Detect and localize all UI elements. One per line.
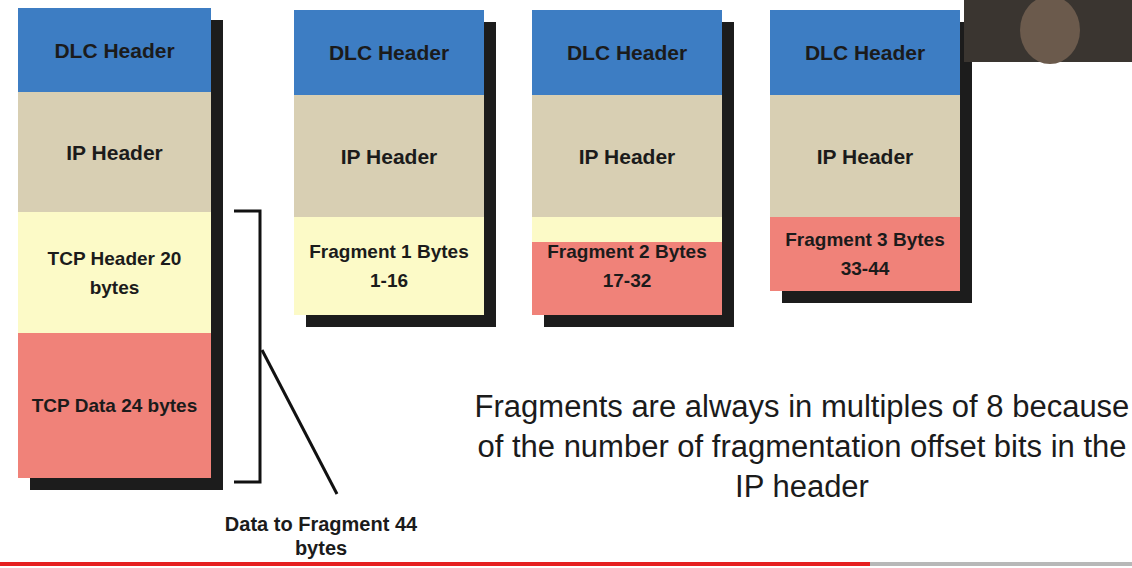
box-text: IP Header: [811, 142, 920, 171]
webcam-person: [1020, 0, 1080, 64]
dlc-header: DLC Header: [18, 8, 211, 92]
dlc-header: DLC Header: [770, 10, 960, 95]
box-text: IP Header: [335, 142, 444, 171]
box-text: Fragment 1 Bytes 1-16: [294, 237, 484, 295]
progress-track: [870, 562, 1132, 566]
fragment-box: Fragment 1 Bytes 1-16: [294, 217, 484, 315]
box-text: IP Header: [60, 138, 169, 167]
box-text: DLC Header: [561, 38, 693, 67]
box-text: IP Header: [573, 142, 682, 171]
dlc-header: DLC Header: [294, 10, 484, 95]
ip-header: IP Header: [18, 92, 211, 212]
box-text: Fragment 2 Bytes 17-32: [532, 237, 722, 295]
box-text: TCP Header 20 bytes: [18, 244, 211, 302]
box-text: Fragment 3 Bytes 33-44: [770, 225, 960, 283]
tcp-header: TCP Header 20 bytes: [18, 212, 211, 333]
tcp-data: TCP Data 24 bytes: [18, 333, 211, 478]
leader-line: [262, 350, 337, 494]
ip-header: IP Header: [532, 95, 722, 217]
bracket-label: Data to Fragment 44 bytes: [206, 512, 436, 560]
bracket: [234, 211, 260, 482]
ip-header: IP Header: [294, 95, 484, 217]
box-text: DLC Header: [48, 36, 180, 65]
progress-bar: [0, 562, 870, 566]
dlc-header: DLC Header: [532, 10, 722, 95]
note-text: Fragments are always in multiples of 8 b…: [462, 387, 1132, 507]
box-text: TCP Data 24 bytes: [26, 391, 203, 420]
fragment-box: Fragment 2 Bytes 17-32: [532, 217, 722, 315]
box-text: DLC Header: [799, 38, 931, 67]
box-text: DLC Header: [323, 38, 455, 67]
fragment-box: Fragment 3 Bytes 33-44: [770, 217, 960, 291]
ip-header: IP Header: [770, 95, 960, 217]
